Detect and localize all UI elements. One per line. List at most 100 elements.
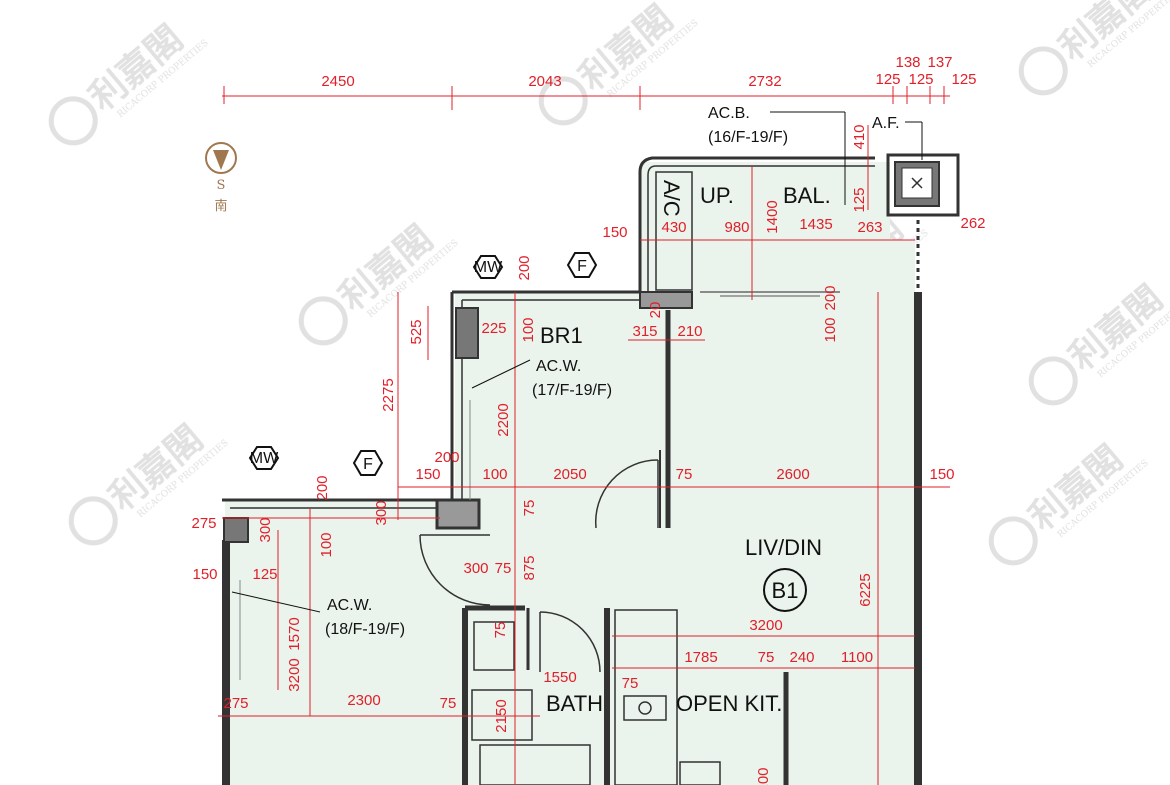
acw-label: AC.W. [536,358,581,375]
dim-label: 125 [875,71,900,88]
dim-label: 300 [257,517,274,542]
dim-label: 200 [755,767,772,785]
meter-icon [638,701,652,715]
dim-label: 2450 [321,73,354,90]
column-mid [435,498,481,530]
dim-label: 200 [434,449,459,466]
dim-label: 100 [482,466,507,483]
dim-label: 2275 [380,378,397,411]
meter-box [623,695,667,721]
dim-label: 410 [851,124,868,149]
af-label: A.F. [872,115,900,132]
ricacorp-logo-icon [1018,46,1068,96]
flat-marker [763,568,807,612]
dim-label: 1100 [841,649,873,666]
bath-door-arc [539,611,601,673]
ricacorp-logo-icon [298,296,348,346]
dim-label: 1570 [286,617,303,650]
column-top [639,291,693,309]
balcony-ac [655,171,693,291]
watermark-logo: 利嘉閣 RICACORP PROPERTIES [68,417,231,546]
compass: S 南 [205,142,237,214]
dim-label: 980 [724,219,749,236]
room-label-bal: BAL. [783,183,831,208]
dim-label: 150 [192,566,217,583]
dim-label: 300 [373,500,390,525]
room-label-up: UP. [700,183,734,208]
watermark-logo: 利嘉閣 RICACORP PROPERTIES [988,437,1151,566]
watermark-logo: 利嘉閣 RICACORP PROPERTIES [1018,0,1170,96]
dim-label: 200 [314,475,331,500]
dim-label: 75 [758,649,775,666]
dim-label: 75 [440,695,457,712]
dim-label: 300 [463,560,488,577]
ricacorp-logo-icon [1028,356,1078,406]
dim-label: 75 [492,622,509,639]
dim-label: 2043 [528,73,561,90]
acb-floors: (16/F-19/F) [708,129,788,146]
kitchen-counter [614,609,678,785]
dimension-lines [218,86,950,785]
dim-label: 137 [927,54,952,71]
dim-label: 20 [647,302,664,319]
dim-label: 2600 [776,466,809,483]
compass-needle [213,150,229,170]
dim-label: 430 [661,219,686,236]
compass-chinese: 南 [214,198,227,214]
mw-icon [472,255,504,279]
f-label: F [363,456,373,473]
bath-shower [471,689,533,741]
bath-basin [473,621,515,671]
acb-label: AC.B. [708,105,750,122]
dim-label: 2300 [347,692,380,709]
ricacorp-logo-icon [68,496,118,546]
br1-door-arc [594,459,659,529]
br1-floor [455,292,665,500]
walls [222,153,960,785]
acw1-leader [471,359,531,389]
dim-label: 1785 [684,649,717,666]
dim-label: 1435 [799,216,832,233]
dim-label: 1550 [543,669,576,686]
left-floor [225,500,525,785]
mw-icon [248,446,280,470]
dimension-text: 2450 2043 2732 138 137 125 125 125 410 1… [191,54,985,785]
dim-label: 1400 [764,200,781,233]
dim-label: 75 [676,466,693,483]
dim-label: 125 [252,566,277,583]
acw2-leader [231,591,321,613]
watermark-logo: 利嘉閣 RICACORP PROPERTIES [298,217,461,346]
dim-label: 150 [415,466,440,483]
living-floor [525,292,915,785]
dim-label: 525 [408,319,425,344]
mw-label: MW [250,450,279,467]
br1-ac-unit [455,307,479,359]
bath-floor [465,612,605,785]
f-label: F [577,258,587,275]
balcony-floor [640,162,915,292]
ricacorp-logo-icon [988,516,1038,566]
room-labels: BR1 LIV/DIN B1 BATH OPEN KIT. BAL. UP. A… [325,105,900,716]
flat-label: B1 [772,578,799,603]
room-label-bath: BATH [546,691,603,716]
dim-label: 875 [521,555,538,580]
dim-label: 125 [851,187,868,212]
main-door-arc [419,534,491,606]
f-icon [566,252,598,278]
dim-label: 6225 [857,573,874,606]
af-shaft [886,153,960,217]
dim-label: 225 [481,320,506,337]
dim-label: 263 [857,219,882,236]
dim-label: 2050 [553,466,586,483]
dim-label: 240 [789,649,814,666]
compass-arrow-icon [205,142,237,174]
bath-toilet [479,744,591,785]
dim-label: 150 [602,224,627,241]
af-cross-2 [911,177,923,189]
dim-label: 100 [520,317,537,342]
compass-letter: S [217,178,226,193]
dim-label: 75 [495,560,512,577]
dim-label: 2200 [495,403,512,436]
dim-label: 75 [521,500,538,517]
